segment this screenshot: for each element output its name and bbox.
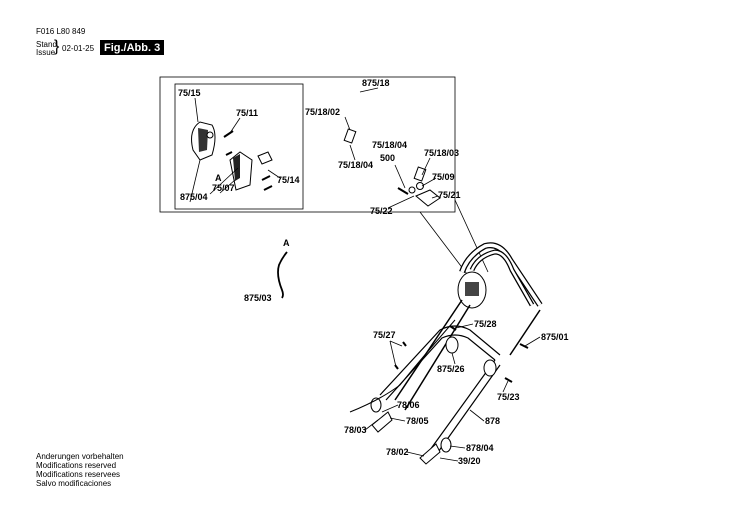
label-39-20: 39/20 — [458, 456, 481, 466]
footer-line-es: Salvo modificaciones — [36, 479, 112, 488]
label-78-02: 78/02 — [386, 447, 409, 457]
label-75-14: 75/14 — [277, 175, 300, 185]
label-78-05: 78/05 — [406, 416, 429, 426]
label-75-18-02: 75/18/02 — [305, 107, 340, 117]
label-75-18-04-left: 75/18/04 — [338, 160, 373, 170]
label-875-04: 875/04 — [180, 192, 208, 202]
cable-part — [277, 251, 288, 299]
label-75-27: 75/27 — [373, 330, 396, 340]
label-875-18: 875/18 — [362, 78, 390, 88]
label-875-03: 875/03 — [244, 293, 272, 303]
switch-sub-inset-frame — [174, 83, 304, 210]
label-878-04: 878/04 — [466, 443, 494, 453]
label-75-07: 75/07 — [212, 183, 235, 193]
small-screw-part — [223, 130, 234, 156]
switch-box-part — [191, 121, 216, 161]
footer-notice: Anderungen vorbehalten Modifications res… — [36, 452, 124, 488]
label-A-cable: A — [283, 238, 290, 248]
switch-housing-small-parts — [397, 182, 441, 207]
footer-line-de: Anderungen vorbehalten — [36, 452, 124, 461]
footer-line-en: Modifications reserved — [36, 461, 117, 470]
label-A-inset: A — [215, 173, 222, 183]
footer-line-fr: Modifications reservees — [36, 470, 121, 479]
label-75-09: 75/09 — [432, 172, 455, 182]
doc-number: F016 L80 849 — [36, 27, 86, 36]
issue-label: Issue — [36, 48, 56, 57]
label-878: 878 — [485, 416, 500, 426]
label-75-11: 75/11 — [236, 108, 258, 118]
stand-label: Stand — [36, 40, 57, 49]
figure-label: Fig./Abb. 3 — [100, 40, 165, 55]
inset-leader-right — [454, 199, 489, 273]
detail-inset-frame — [159, 76, 456, 213]
label-78-06: 78/06 — [397, 400, 420, 410]
bail-clip-parts — [343, 128, 427, 182]
cover-clip-part — [257, 151, 273, 191]
label-75-22: 75/22 — [370, 206, 393, 216]
leader-lines — [189, 87, 541, 462]
label-875-01: 875/01 — [541, 332, 569, 342]
label-500: 500 — [380, 153, 395, 163]
label-75-23: 75/23 — [497, 392, 520, 402]
handle-assembly — [349, 242, 543, 465]
label-75-21: 75/21 — [438, 190, 461, 200]
issue-date: 02-01-25 — [62, 44, 95, 53]
bail-lever-part — [338, 82, 419, 170]
label-875-26: 875/26 — [437, 364, 465, 374]
label-75-28: 75/28 — [474, 319, 497, 329]
label-75-15: 75/15 — [178, 88, 201, 98]
label-78-03: 78/03 — [344, 425, 367, 435]
label-75-18-03: 75/18/03 — [424, 148, 459, 158]
switch-lever-part — [229, 151, 253, 191]
label-75-18-04-right: 75/18/04 — [372, 140, 407, 150]
brace-glyph: } — [54, 38, 60, 55]
